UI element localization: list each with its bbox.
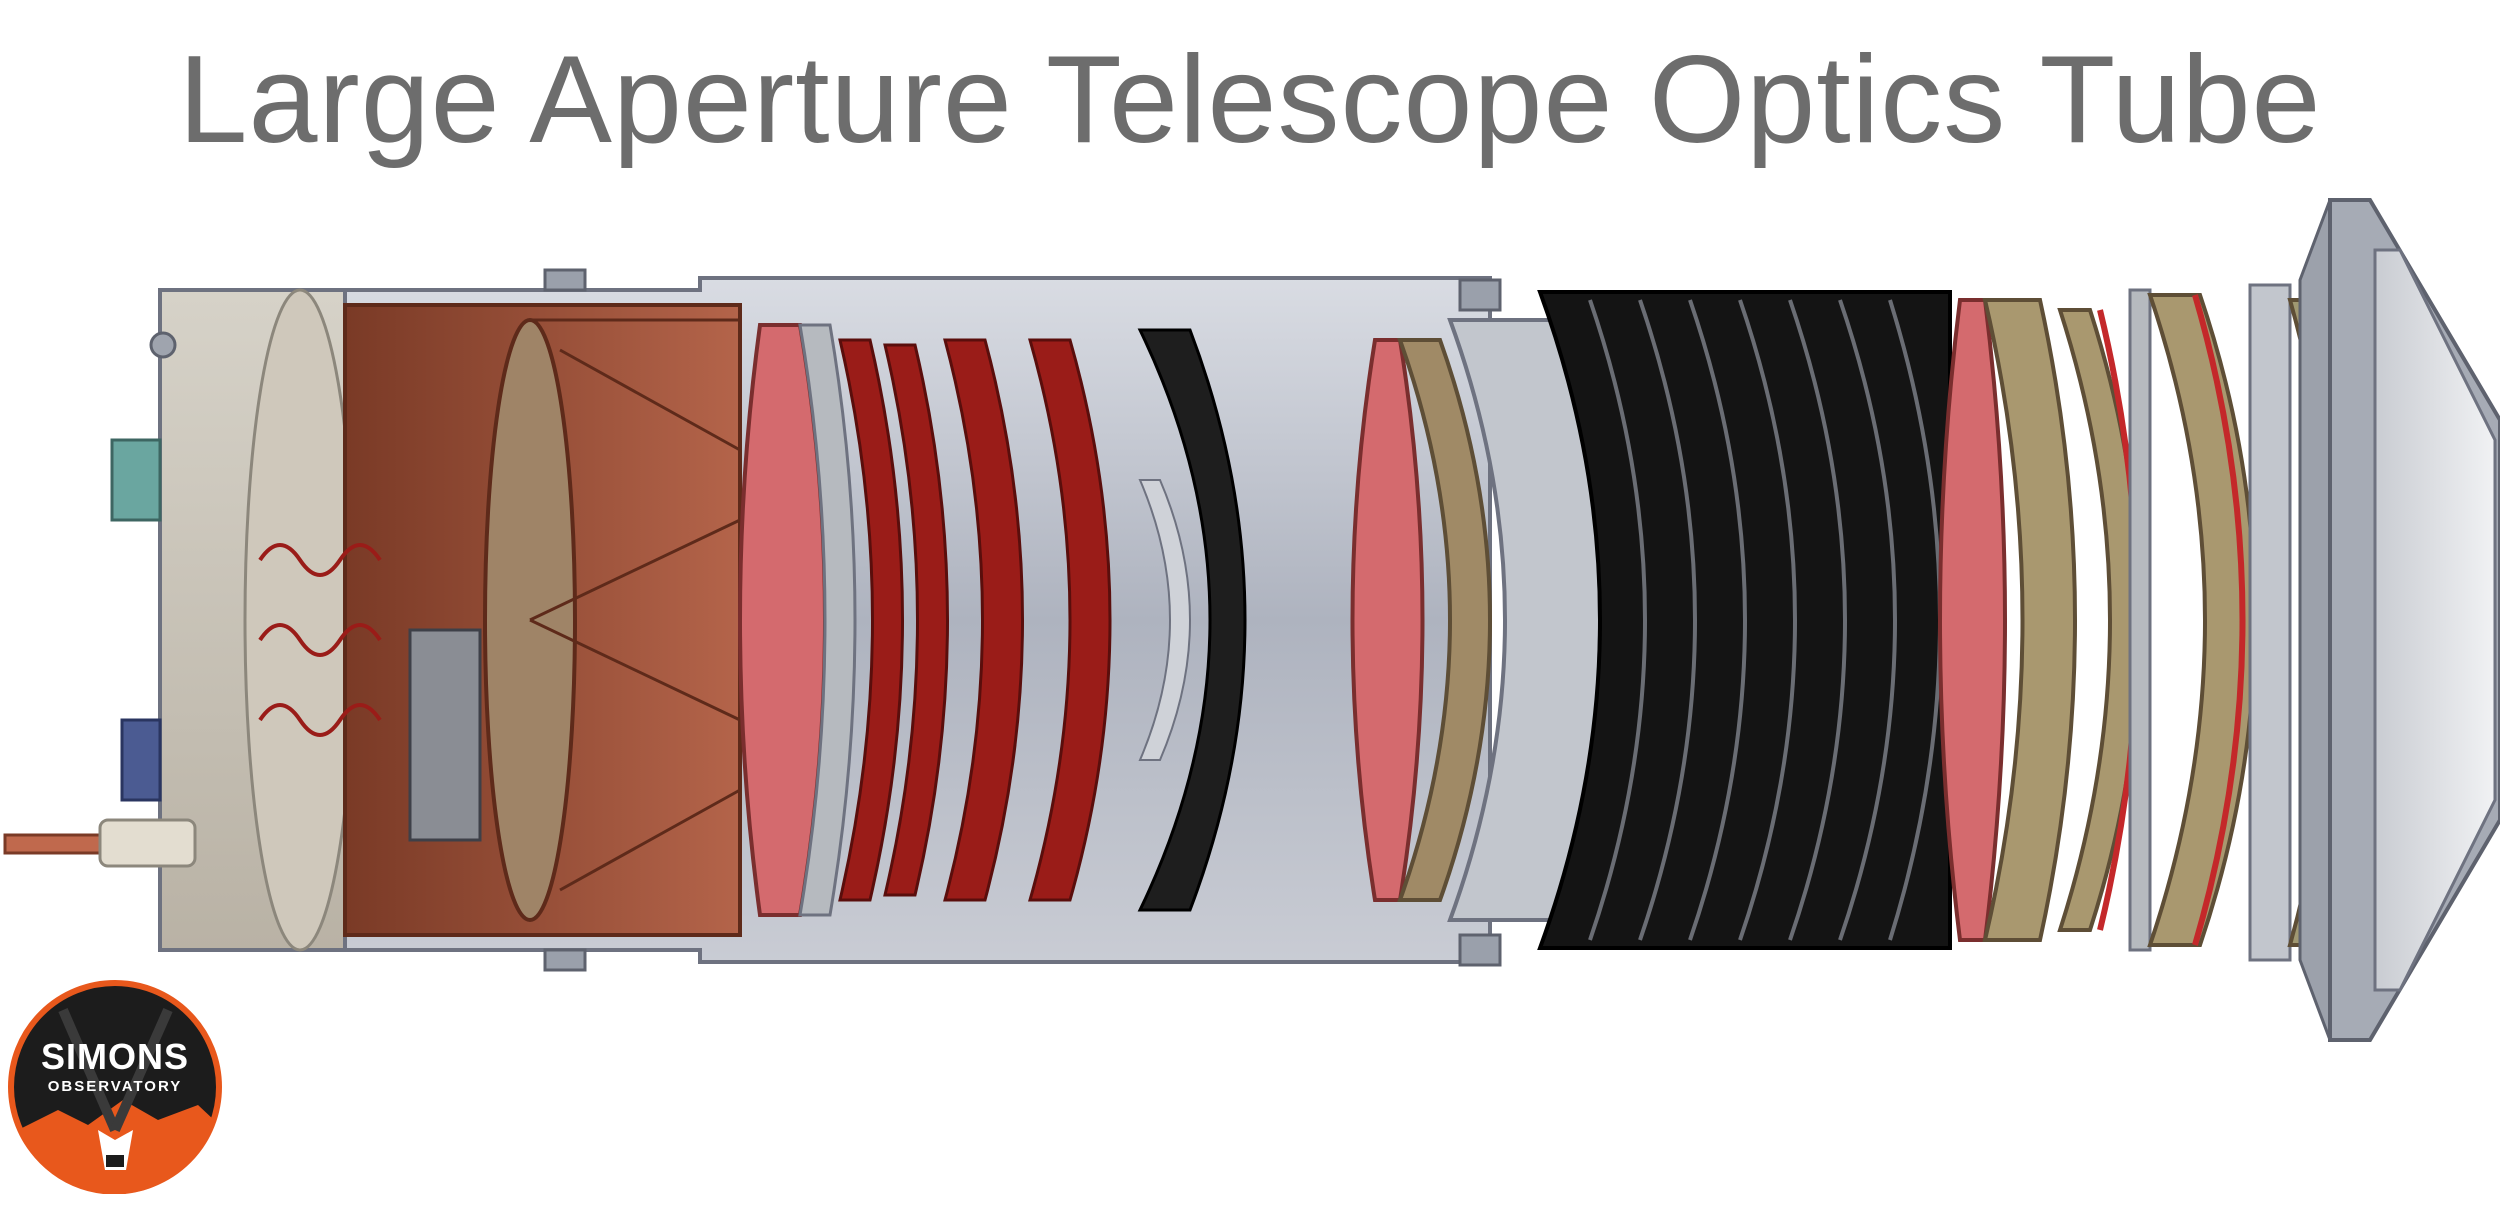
filter-disks bbox=[2128, 288, 2257, 952]
lyot-stop bbox=[1137, 328, 1247, 912]
copper-shell bbox=[258, 303, 742, 937]
lens-1 bbox=[738, 323, 857, 917]
window-assembly bbox=[2248, 198, 2500, 1042]
logo-name: SIMONS bbox=[40, 1036, 189, 1077]
simons-observatory-logo bbox=[8, 980, 222, 1194]
rear-end-cap bbox=[3, 288, 357, 952]
slide-title: Large Aperture Telescope Optics Tube bbox=[178, 31, 2322, 169]
ring-filters bbox=[838, 338, 1112, 902]
baffle-stack bbox=[1537, 290, 1952, 950]
logo-subtitle: OBSERVATORY bbox=[47, 1078, 183, 1095]
lens-2 bbox=[1350, 318, 1602, 922]
lens-3 bbox=[1938, 298, 2142, 942]
